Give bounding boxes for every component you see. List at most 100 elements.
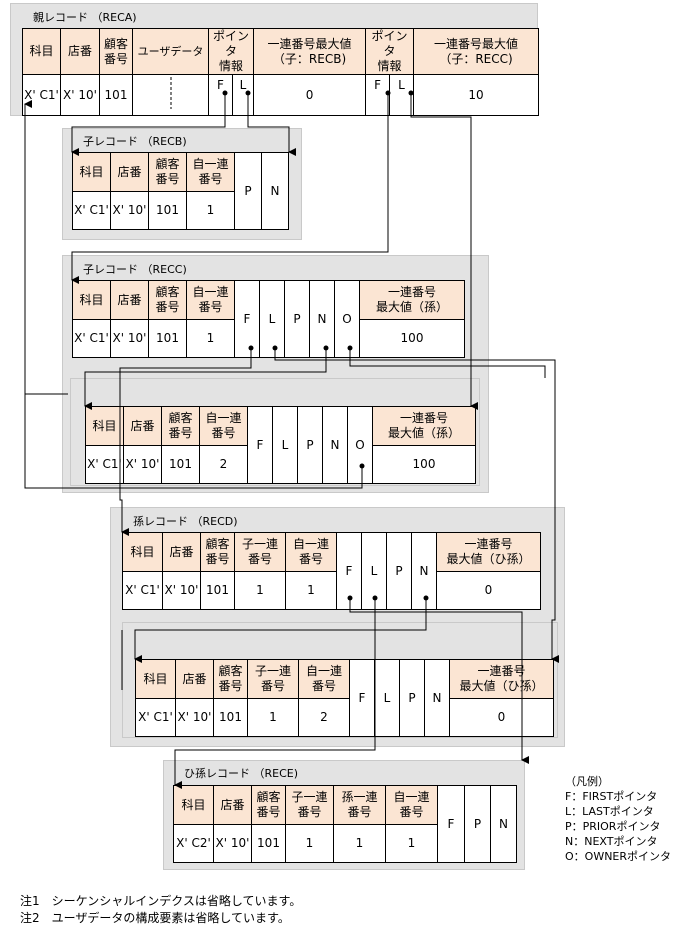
header-cell: 子一連 番号 (234, 532, 286, 572)
legend-item: L：LASTポインタ (565, 805, 654, 818)
header-cell: 顧客 番号 (251, 785, 286, 825)
pointer-cell-o: O (334, 280, 360, 358)
recc1-l (274, 348, 559, 663)
value-cell: 1 (333, 824, 386, 863)
header-cell: 一連番号 最大値（ひ孫） (449, 659, 554, 699)
value-cell: X' 10' (110, 191, 149, 230)
value-cell: X' 10' (213, 824, 252, 863)
header-cell: 店番 (162, 532, 201, 572)
recc1-o (349, 348, 546, 378)
reca-l2-dot (408, 90, 414, 96)
note-2: 注2 ユーザデータの構成要素は省略しています。 (20, 911, 290, 925)
header-cell: 一連番号最大値 （子：RECB) (253, 28, 367, 75)
pointer-cell-f: F (437, 785, 465, 863)
legend-title: （凡例） (565, 775, 609, 788)
recb-table: 科目 店番 顧客 番号 自一連 番号 P N X' C1' X' 10' 101… (72, 152, 289, 230)
recd1-n (134, 598, 427, 663)
reca-f-to-recb (71, 93, 226, 156)
value-cell: 101 (161, 445, 200, 484)
legend-item: F：FIRSTポインタ (565, 790, 658, 803)
reca-f2-dot (385, 90, 391, 96)
legend: （凡例） F：FIRSTポインタ L：LASTポインタ P：PRIORポインタ … (565, 774, 671, 864)
recc2-o-dot (359, 463, 365, 469)
pointer-cell-n: N (490, 785, 517, 863)
value-cell: 101 (200, 571, 235, 610)
header-cell: 科目 (85, 406, 124, 446)
header-cell: 子一連 番号 (247, 659, 299, 699)
recc1-f-dot (248, 345, 254, 351)
pointer-cell-n: N (261, 152, 289, 230)
legend-item: N：NEXTポインタ (565, 835, 658, 848)
value-cell: 0 (449, 698, 554, 737)
recb-title: 子レコード （RECB) (83, 135, 187, 148)
header-cell: 孫一連 番号 (333, 785, 386, 825)
header-cell: 科目 (122, 532, 163, 572)
user-data-cell (132, 74, 209, 116)
recd-title: 孫レコード （RECD) (133, 515, 238, 528)
header-cell: 科目 (72, 152, 111, 192)
value-cell: X' C1' (22, 74, 61, 116)
value-cell: 1 (385, 824, 438, 863)
value-cell: X' C1' (85, 445, 124, 484)
pointer-cell-p: P (234, 152, 262, 230)
value-cell: 2 (199, 445, 248, 484)
pointer-cell-f: F (247, 406, 273, 484)
value-cell: X' C1' (122, 571, 163, 610)
value-cell: 1 (285, 571, 337, 610)
user-data-divider (170, 77, 172, 109)
recc1-n-dot (323, 345, 329, 351)
header-cell: 一連番号 最大値（ひ孫） (436, 532, 541, 572)
header-cell: 顧客 番号 (200, 532, 235, 572)
header-cell: 一連番号最大値 （子：RECC) (413, 28, 540, 75)
pointer-cell-p: P (464, 785, 491, 863)
value-cell: 1 (186, 319, 235, 358)
recc1-o-dot (347, 345, 353, 351)
value-cell: 10 (413, 74, 540, 116)
pointer-cell-f: F (208, 74, 233, 116)
recc1-f (119, 348, 252, 536)
reca-l-to-recc (410, 93, 478, 410)
header-cell: ポインタ 情報 (365, 28, 415, 75)
reca-f-dot (222, 90, 228, 96)
header-cell: 自一連 番号 (199, 406, 248, 446)
header-cell: 顧客 番号 (213, 659, 248, 699)
recc2-table: 科目 店番 顧客 番号 自一連 番号 F L P N O 一連番号 最大値（孫）… (85, 406, 476, 484)
recc2-o-to-reca (24, 100, 363, 489)
value-cell: 100 (359, 319, 465, 358)
header-cell: 自一連 番号 (385, 785, 438, 825)
rece-table: 科目 店番 顧客 番号 子一連 番号 孫一連 番号 自一連 番号 F P N X… (173, 785, 517, 863)
header-cell: 自一連 番号 (186, 152, 235, 192)
value-cell: 0 (253, 74, 367, 116)
header-cell: 顧客 番号 (148, 280, 187, 320)
header-cell: 自一連 番号 (285, 532, 337, 572)
header-cell: 一連番号 最大値（孫） (359, 280, 465, 320)
recc1-table: 科目 店番 顧客 番号 自一連 番号 F L P N O 一連番号 最大値（孫）… (72, 280, 465, 358)
header-cell: 顧客 番号 (161, 406, 200, 446)
header-cell: 自一連 番号 (298, 659, 350, 699)
value-cell: 2 (298, 698, 350, 737)
legend-item: O：OWNERポインタ (565, 850, 672, 863)
reca-table: 科目 店番 顧客 番号 ユーザデータ ポインタ 情報 一連番号最大値 （子：RE… (22, 28, 540, 116)
header-cell: 科目 (173, 785, 214, 825)
pointer-cell-l: L (272, 406, 298, 484)
header-cell: 店番 (175, 659, 214, 699)
header-cell: 一連番号 最大値（孫） (372, 406, 476, 446)
legend-item: P：PRIORポインタ (565, 820, 661, 833)
pointer-cell-p: P (399, 659, 425, 737)
value-cell: X' C1' (72, 319, 111, 358)
reca-l-dot (245, 90, 251, 96)
value-cell: 1 (285, 824, 334, 863)
recc1-n (84, 348, 327, 410)
pointer-cell-n: N (309, 280, 335, 358)
notes: 注1 シーケンシャルインデクスは省略しています。 注2 ユーザデータの構成要素は… (20, 893, 301, 927)
header-cell: 科目 (135, 659, 176, 699)
recd1-l-to-rece (174, 598, 376, 789)
value-cell: 101 (213, 698, 248, 737)
header-cell: 店番 (110, 152, 149, 192)
recc-title: 子レコード （RECC) (83, 263, 187, 276)
rece-title: ひ孫レコード （RECE) (184, 767, 299, 780)
value-cell: 101 (99, 74, 133, 116)
value-cell: 101 (148, 319, 187, 358)
value-cell: 100 (372, 445, 476, 484)
